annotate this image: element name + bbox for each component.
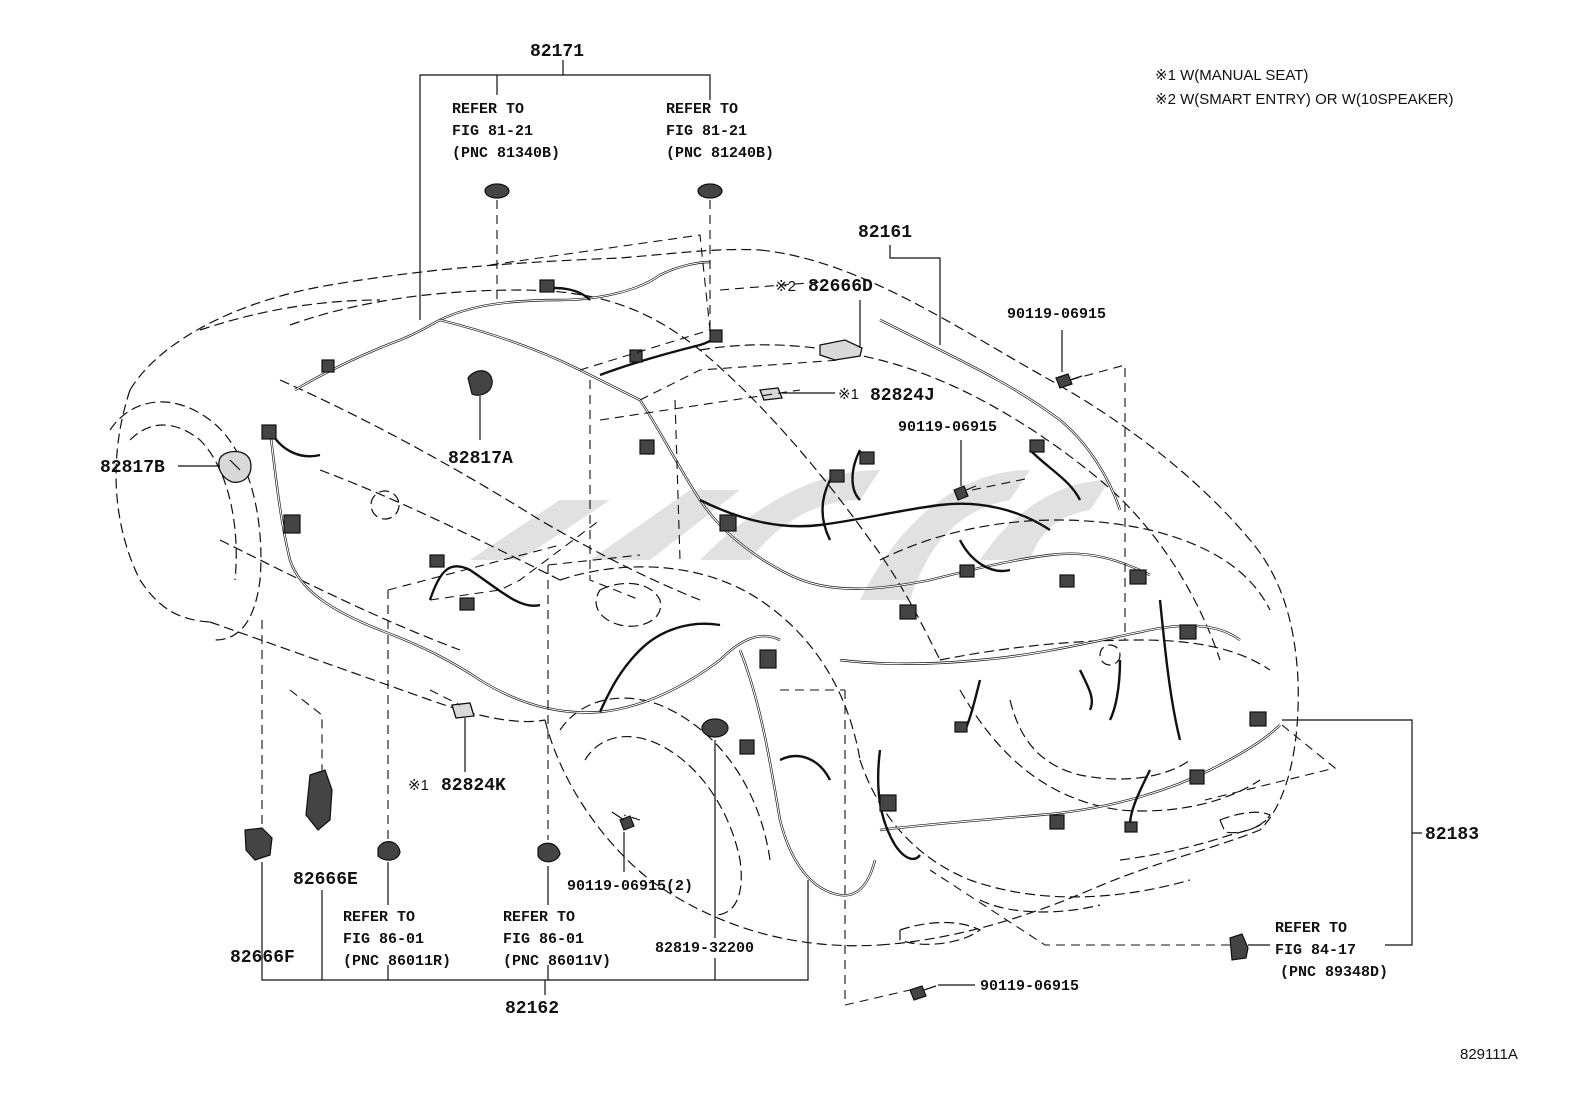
refer-line: REFER TO — [1275, 920, 1347, 937]
part-number-82824k: 82824K — [441, 776, 506, 796]
part-82817a-grommet — [467, 370, 493, 396]
car-body-outline — [109, 248, 1299, 947]
part-number-82666f: 82666F — [230, 948, 295, 968]
part-bolt-bottom — [909, 985, 937, 1001]
refer-line: FIG 81-21 — [666, 123, 747, 140]
refer-line: FIG 86-01 — [343, 931, 424, 948]
part-number-82824j: 82824J — [870, 386, 935, 406]
refer-line: (PNC 86011R) — [343, 953, 451, 970]
harness-82162-floor — [268, 429, 877, 897]
part-number-82819: 82819-32200 — [655, 940, 754, 957]
part-clip-81240b — [697, 183, 723, 199]
refer-line: (PNC 86011V) — [503, 953, 611, 970]
part-number-82817b: 82817B — [100, 458, 165, 478]
part-82666f-clip — [244, 827, 273, 861]
assembly-dash-lines — [261, 200, 1337, 1006]
mark-82666d: ※2 — [775, 278, 796, 295]
harness-connectors — [261, 279, 1267, 833]
refer-line: (PNC 89348D) — [1280, 964, 1388, 981]
refer-block-86011r: REFER TO FIG 86-01 (PNC 86011R) — [343, 909, 451, 970]
mark-82824j: ※1 — [838, 386, 859, 403]
refer-line: FIG 86-01 — [503, 931, 584, 948]
refer-line: (PNC 81340B) — [452, 145, 560, 162]
part-bolt-front — [611, 811, 635, 831]
part-clip-86011v — [537, 842, 561, 863]
part-number-82161: 82161 — [858, 223, 912, 243]
watermark-logo — [470, 470, 1110, 600]
part-82666d-bracket — [819, 339, 863, 361]
refer-block-86011v: REFER TO FIG 86-01 (PNC 86011V) — [503, 909, 611, 970]
part-number-82183: 82183 — [1425, 825, 1479, 845]
harness-82171-roof — [294, 260, 721, 402]
refer-line: REFER TO — [452, 101, 524, 118]
refer-line: REFER TO — [666, 101, 738, 118]
refer-block-81240b: REFER TO FIG 81-21 (PNC 81240B) — [666, 101, 774, 162]
part-clip-89348d — [1229, 933, 1249, 961]
leader-lines — [178, 60, 1422, 995]
part-number-82817a: 82817A — [448, 449, 513, 469]
bolt-number-bottom: 90119-06915 — [980, 978, 1079, 995]
part-82824k-block — [451, 702, 475, 719]
figure-code: 829111A — [1460, 1046, 1518, 1063]
refer-line: REFER TO — [503, 909, 575, 926]
part-82819-grommet — [701, 718, 729, 738]
refer-line: (PNC 81240B) — [666, 145, 774, 162]
part-bolt-mid — [953, 485, 977, 501]
part-clip-81340b — [484, 183, 510, 199]
part-number-82171: 82171 — [530, 42, 584, 62]
bolt-number-mid: 90119-06915 — [898, 419, 997, 436]
part-82666e-bracket — [305, 769, 333, 831]
harness-82161-cowl — [639, 318, 1151, 590]
note-1: ※1 W(MANUAL SEAT) — [1155, 67, 1308, 84]
part-number-82162: 82162 — [505, 999, 559, 1019]
mark-82824k: ※1 — [408, 777, 429, 794]
bolt-number-front: 90119-06915(2) — [567, 878, 693, 895]
part-82817b-grommet — [218, 450, 252, 483]
bolt-number-top: 90119-06915 — [1007, 306, 1106, 323]
refer-line: FIG 81-21 — [452, 123, 533, 140]
harness-82183-engine-room — [839, 599, 1281, 861]
refer-block-81340b: REFER TO FIG 81-21 (PNC 81340B) — [452, 101, 560, 162]
refer-line: REFER TO — [343, 909, 415, 926]
part-number-82666e: 82666E — [293, 870, 358, 890]
part-number-82666d: 82666D — [808, 277, 873, 297]
notes: ※1 W(MANUAL SEAT) ※2 W(SMART ENTRY) OR W… — [1155, 67, 1453, 108]
note-2: ※2 W(SMART ENTRY) OR W(10SPEAKER) — [1155, 91, 1453, 108]
part-clip-86011r — [377, 841, 401, 861]
refer-block-89348d: REFER TO FIG 84-17 (PNC 89348D) — [1275, 920, 1388, 981]
part-bolt-top — [1055, 373, 1083, 389]
refer-line: FIG 84-17 — [1275, 942, 1356, 959]
